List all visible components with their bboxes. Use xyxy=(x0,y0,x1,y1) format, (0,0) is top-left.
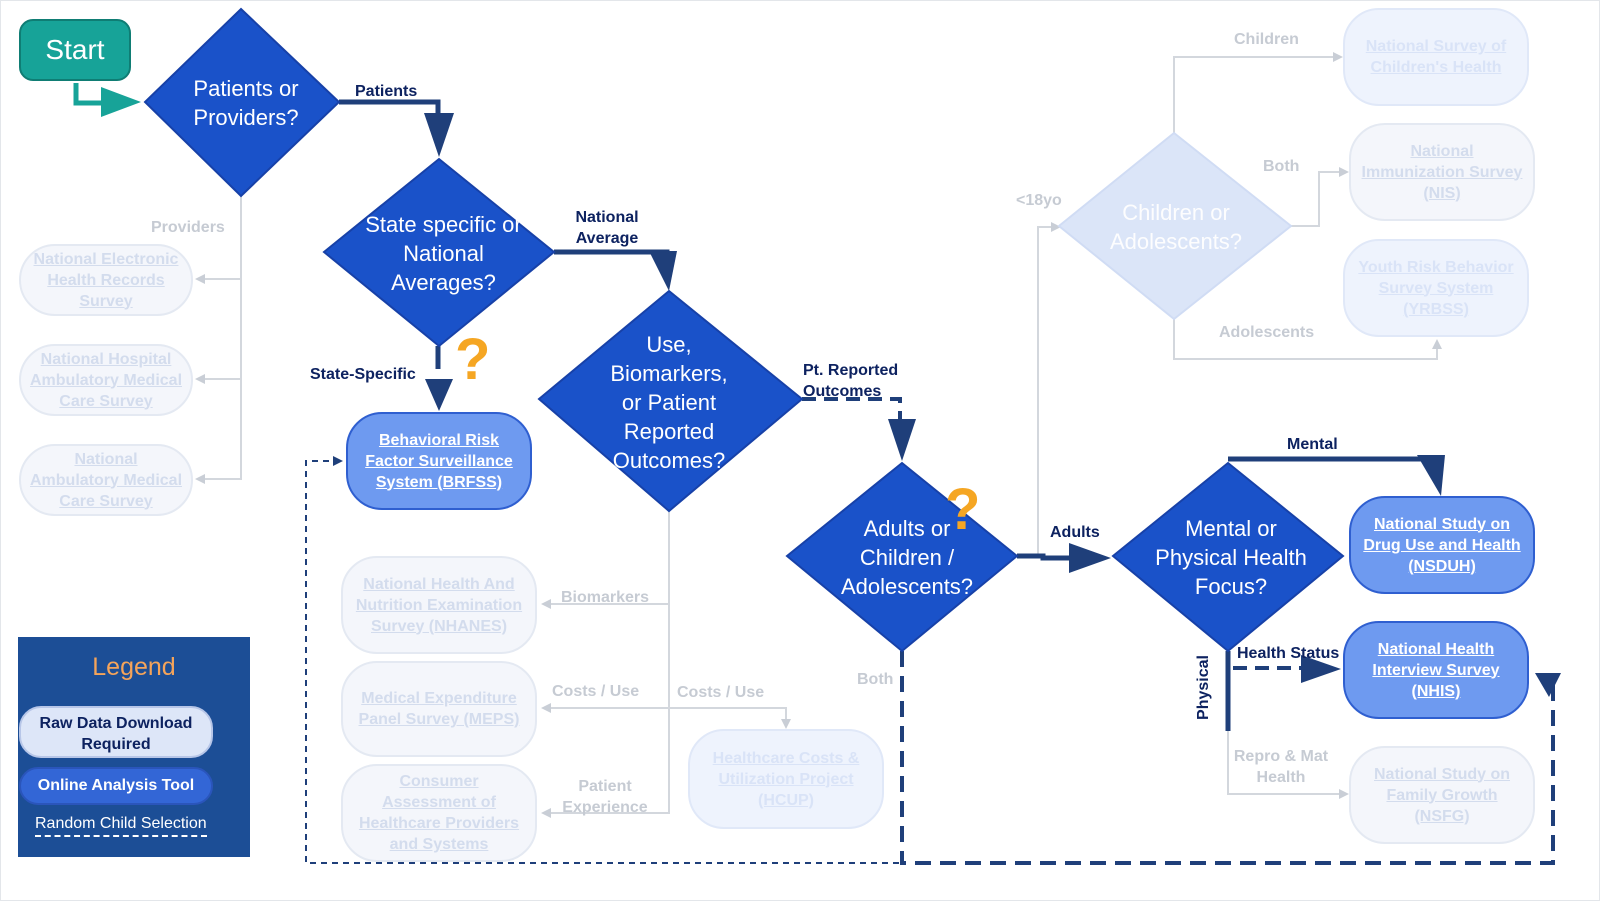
legend-online-tool: Online Analysis Tool xyxy=(19,767,213,805)
question-mark-icon: ? xyxy=(455,327,491,392)
decision-children-or-adolescents-label: Children or Adolescents? xyxy=(1109,200,1243,254)
legend-raw-download: Raw Data Download Required xyxy=(19,706,213,758)
edge-label-costs-use-left: Costs / Use xyxy=(552,683,640,700)
edge-label-providers: Providers xyxy=(151,219,225,236)
survey-nehrs[interactable]: National Electronic Health Records Surve… xyxy=(19,244,193,316)
survey-nhis[interactable]: National Health Interview Survey (NHIS) xyxy=(1343,621,1529,719)
survey-meps[interactable]: Medical Expenditure Panel Survey (MEPS) xyxy=(341,661,537,757)
survey-brfss[interactable]: Behavioral Risk Factor Surveillance Syst… xyxy=(346,412,532,510)
decision-use-biomarkers-label: Use, Biomarkers, or Patient Reported Out… xyxy=(610,331,728,473)
survey-nhamcs[interactable]: National Hospital Ambulatory Medical Car… xyxy=(19,344,193,416)
start-node: Start xyxy=(19,19,131,81)
main-path-arrowheads xyxy=(101,87,1445,573)
edge-label-patient-experience: Patient Experience xyxy=(562,778,648,816)
start-connector xyxy=(73,83,101,106)
survey-nhanes[interactable]: National Health And Nutrition Examinatio… xyxy=(341,556,537,654)
edge-label-both-upper: Both xyxy=(1263,158,1300,175)
edge-label-health-status: Health Status xyxy=(1237,645,1340,662)
diamond-mental-or-physical xyxy=(1111,461,1345,653)
edge-label-repro-mat-health: Repro & Mat Health xyxy=(1233,748,1329,786)
diamond-patients-or-providers xyxy=(143,7,341,198)
edge-label-costs-use-right: Costs / Use xyxy=(677,684,765,701)
edge-label-pt-reported-outcomes: Pt. Reported Outcomes xyxy=(803,362,899,400)
decision-patients-or-providers-label: Patients or Providers? xyxy=(193,76,299,130)
survey-nsduh[interactable]: National Study on Drug Use and Health (N… xyxy=(1349,496,1535,594)
legend-title: Legend xyxy=(92,653,176,681)
faded-connectors xyxy=(195,52,1442,818)
diamond-children-or-adolescents xyxy=(1057,131,1293,321)
edge-label-under-18: <18yo xyxy=(1016,192,1062,209)
legend-random-child: Random Child Selection xyxy=(35,815,207,837)
survey-nsch[interactable]: National Survey of Children's Health xyxy=(1343,8,1529,106)
decision-mental-or-physical-label: Mental or Physical Health Focus? xyxy=(1155,515,1307,599)
edge-label-physical: Physical xyxy=(1194,655,1212,720)
edge-label-both-lower: Both xyxy=(857,671,894,688)
edge-label-mental: Mental xyxy=(1287,436,1338,453)
survey-nsfg[interactable]: National Study on Family Growth (NSFG) xyxy=(1349,746,1535,844)
diamond-adults-or-children xyxy=(785,461,1019,653)
question-mark-icon: ? xyxy=(945,477,981,542)
survey-cahps[interactable]: Consumer Assessment of Healthcare Provid… xyxy=(341,764,537,862)
survey-nis[interactable]: National Immunization Survey (NIS) xyxy=(1349,123,1535,221)
diamond-state-or-national xyxy=(322,157,556,348)
edge-label-patients: Patients xyxy=(355,83,418,100)
random-child-dashed-connectors xyxy=(305,397,1561,865)
decision-adults-or-children-label: Adults or Children / Adolescents? xyxy=(840,515,974,599)
edge-label-adults: Adults xyxy=(1050,524,1100,541)
edge-label-national-average: National Average xyxy=(575,209,639,247)
edge-label-children: Children xyxy=(1234,31,1299,48)
decision-state-or-national-label: State specific or National Averages? xyxy=(365,211,522,295)
survey-yrbss[interactable]: Youth Risk Behavior Survey System (YRBSS… xyxy=(1343,239,1529,337)
diamond-use-biomarkers xyxy=(537,289,804,513)
edge-label-biomarkers: Biomarkers xyxy=(561,589,650,606)
survey-namcs[interactable]: National Ambulatory Medical Care Survey xyxy=(19,444,193,516)
edge-label-state-specific: State-Specific xyxy=(310,366,416,383)
survey-hcup[interactable]: Healthcare Costs & Utilization Project (… xyxy=(688,729,884,829)
edge-label-adolescents: Adolescents xyxy=(1219,324,1315,341)
